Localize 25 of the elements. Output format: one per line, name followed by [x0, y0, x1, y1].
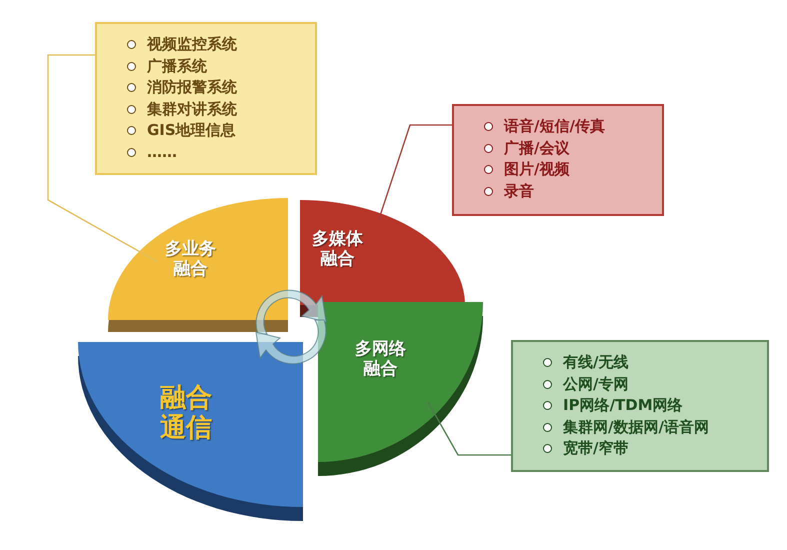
list-item: 语音/短信/传真 — [482, 116, 605, 138]
list-item: 有线/无线 — [541, 352, 628, 374]
list-item: GIS地理信息 — [125, 120, 236, 142]
list-item: 广播/会议 — [482, 138, 570, 159]
list-item: 集群对讲系统 — [125, 98, 237, 120]
list-item: 消防报警系统 — [125, 77, 237, 98]
list-item: 录音 — [482, 180, 534, 202]
list-item: 广播系统 — [125, 56, 207, 77]
list-item: 图片/视频 — [482, 159, 570, 180]
leader-line — [377, 124, 452, 222]
leader-line — [47, 54, 158, 263]
list-item: IP网络/TDM网络 — [541, 395, 683, 416]
list-item: …… — [125, 142, 177, 163]
slice-label: 多媒体融合 — [311, 230, 364, 270]
list-item: 宽带/窄带 — [541, 438, 628, 460]
callout-box — [511, 340, 769, 472]
list-item: 公网/专网 — [541, 374, 628, 395]
slice-label: 多网络融合 — [354, 340, 407, 380]
leader-line — [427, 402, 511, 456]
list-item: 视频监控系统 — [125, 34, 237, 56]
list-item: 集群网/数据网/语音网 — [541, 416, 709, 438]
slice-label: 多业务融合 — [164, 240, 217, 280]
callout-box — [452, 104, 664, 216]
callout-box — [95, 22, 317, 175]
slice-label: 融合通信 — [159, 384, 213, 444]
